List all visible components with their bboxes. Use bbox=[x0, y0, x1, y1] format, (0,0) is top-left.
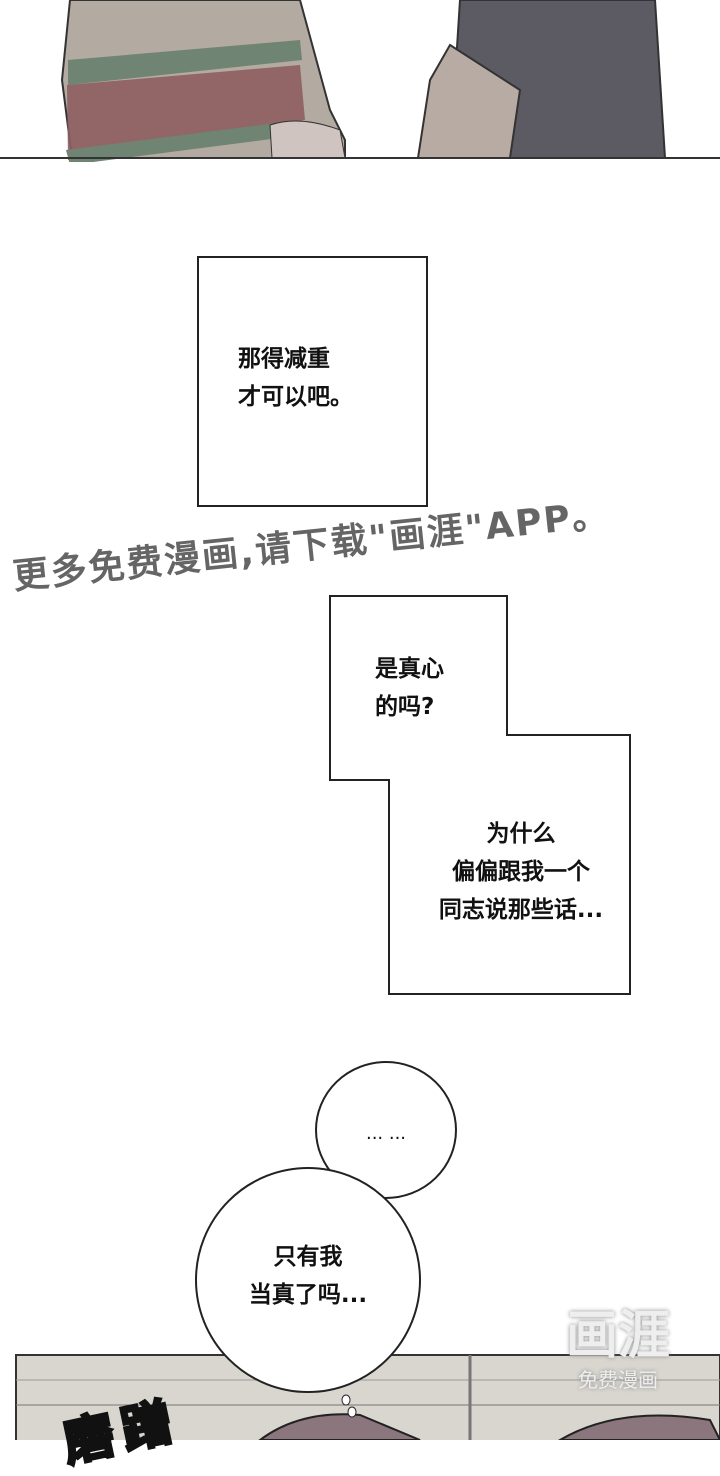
top-panel-illustration bbox=[0, 0, 720, 162]
narration-box-1 bbox=[197, 256, 428, 507]
logo-subtitle: 免费漫画 bbox=[578, 1368, 658, 1392]
bottom-panel bbox=[15, 1061, 720, 1440]
thought-bubble-text: 只有我 当真了吗... bbox=[248, 1244, 368, 1308]
narration-text-3: 为什么 偏偏跟我一个 同志说那些话... bbox=[438, 821, 604, 923]
narration-text-1: 那得减重 才可以吧。 bbox=[238, 346, 353, 410]
app-logo: 画涯 免费漫画 bbox=[566, 1308, 670, 1393]
thought-bubble-ellipsis: ... ... bbox=[365, 1123, 407, 1144]
logo-title: 画涯 bbox=[566, 1306, 671, 1366]
narration-box-2-3 bbox=[329, 595, 631, 995]
narration-text-2: 是真心 的吗? bbox=[375, 656, 444, 720]
